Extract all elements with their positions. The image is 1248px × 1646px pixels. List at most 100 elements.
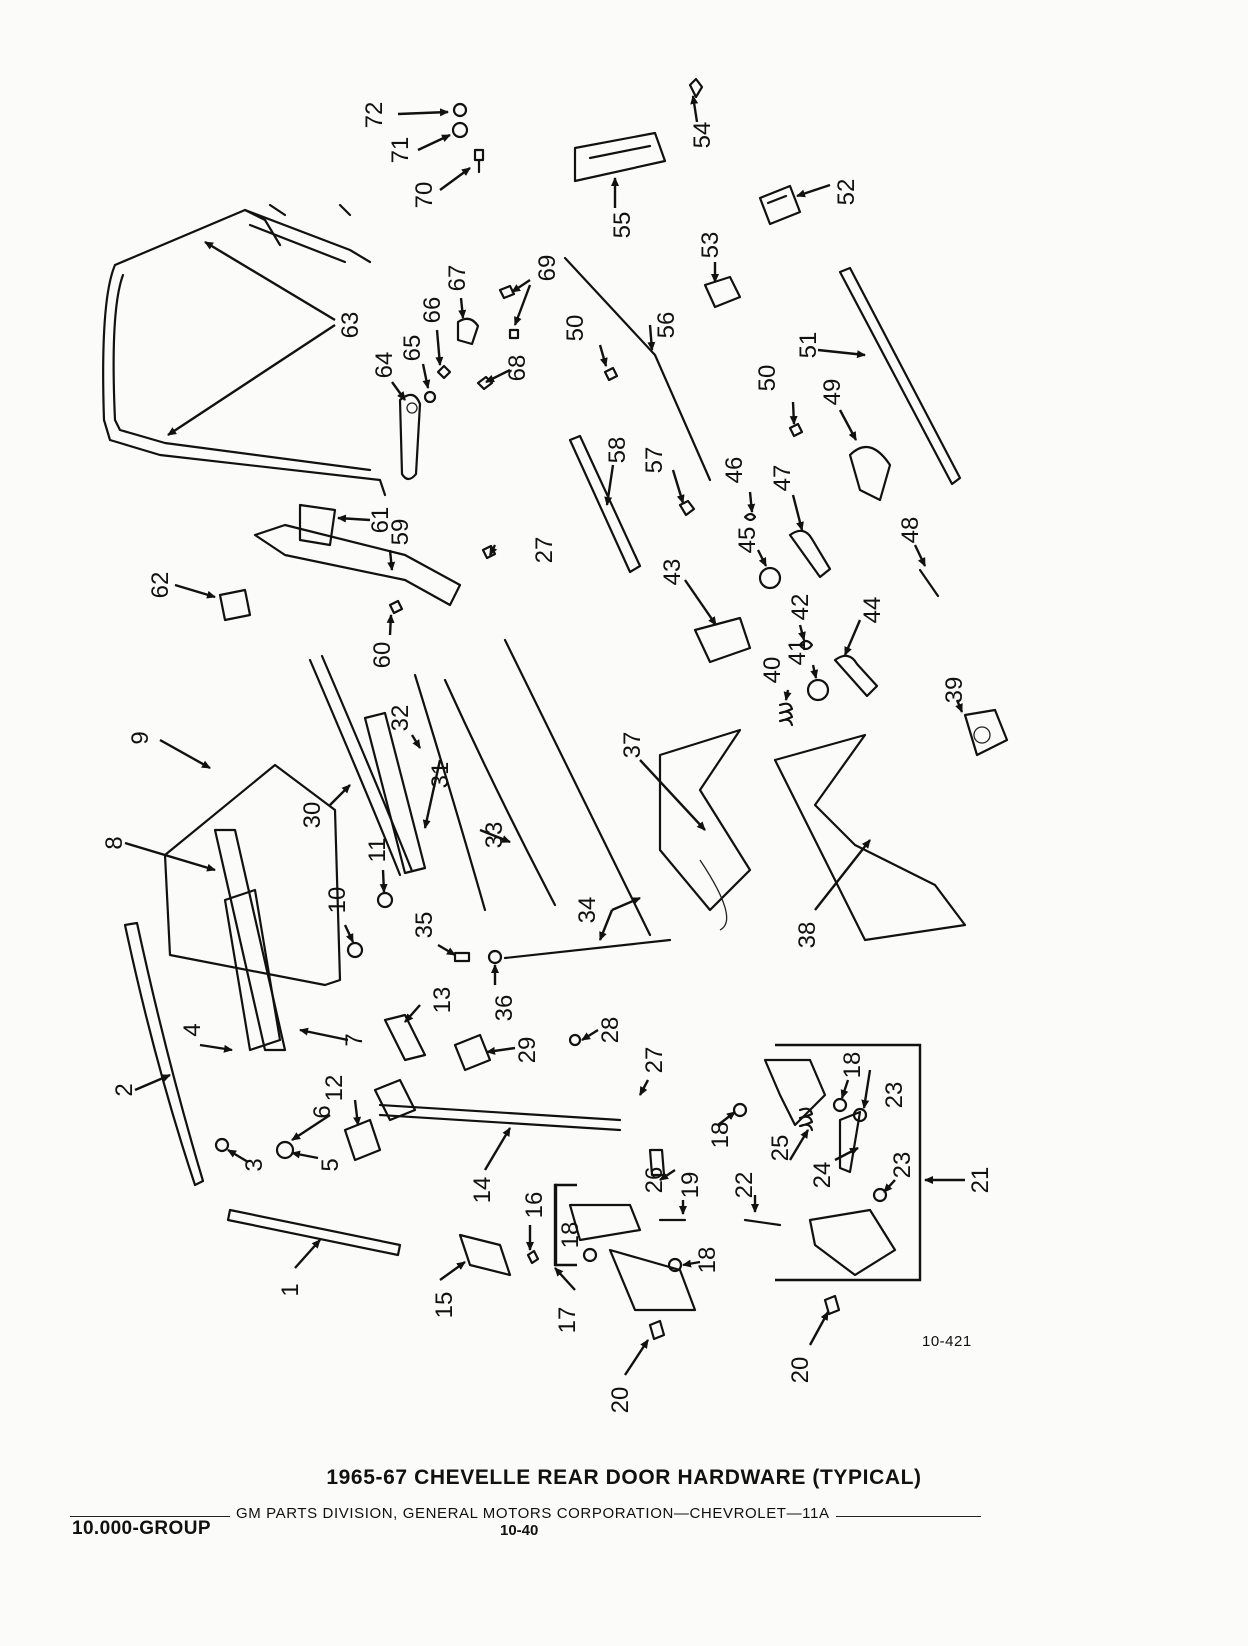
part-41 bbox=[806, 678, 830, 702]
part-11 bbox=[376, 891, 394, 909]
part-36 bbox=[487, 949, 503, 965]
bracket-box-17 bbox=[553, 1183, 558, 1267]
part-40 bbox=[778, 702, 794, 727]
callout-71: 71 bbox=[387, 137, 414, 164]
callout-3: 3 bbox=[241, 1158, 268, 1171]
part-65 bbox=[423, 390, 437, 404]
callout-41: 41 bbox=[784, 639, 811, 666]
callout-37: 37 bbox=[619, 732, 646, 759]
part-21b bbox=[808, 1208, 897, 1277]
callout-4: 4 bbox=[179, 1023, 206, 1036]
callout-40: 40 bbox=[759, 657, 786, 684]
part-21a bbox=[763, 1058, 827, 1127]
part-61 bbox=[298, 503, 337, 547]
part-31 bbox=[363, 711, 427, 875]
callout-18d: 18 bbox=[694, 1247, 721, 1274]
part-13 bbox=[383, 1013, 427, 1062]
callout-49: 49 bbox=[819, 379, 846, 406]
callout-60: 60 bbox=[369, 642, 396, 669]
part-5 bbox=[275, 1140, 295, 1160]
callout-9: 9 bbox=[127, 731, 154, 744]
callout-65: 65 bbox=[399, 335, 426, 362]
part-3 bbox=[214, 1137, 230, 1153]
part-66 bbox=[436, 364, 452, 380]
callout-1: 1 bbox=[277, 1283, 304, 1296]
part-70 bbox=[473, 148, 485, 174]
part-16 bbox=[526, 1249, 540, 1265]
callout-48: 48 bbox=[897, 517, 924, 544]
callout-67: 67 bbox=[444, 265, 471, 292]
division-line: GM PARTS DIVISION, GENERAL MOTORS CORPOR… bbox=[70, 1505, 1040, 1522]
part-60 bbox=[388, 599, 404, 615]
part-17a bbox=[568, 1203, 642, 1242]
leader-lines bbox=[124, 95, 965, 1376]
callout-6: 6 bbox=[309, 1105, 336, 1118]
part-4 bbox=[223, 888, 282, 1052]
part-46 bbox=[743, 512, 757, 522]
callout-13: 13 bbox=[429, 987, 456, 1014]
part-52 bbox=[758, 184, 802, 226]
callout-68: 68 bbox=[504, 355, 531, 382]
part-72 bbox=[452, 102, 468, 118]
callout-14: 14 bbox=[469, 1177, 496, 1204]
part-30 bbox=[308, 658, 402, 877]
callout-19: 19 bbox=[677, 1172, 704, 1199]
callout-10: 10 bbox=[324, 887, 351, 914]
callout-5: 5 bbox=[317, 1158, 344, 1171]
page-number: 10-40 bbox=[500, 1522, 539, 1539]
part-42 bbox=[798, 639, 814, 651]
part-28 bbox=[568, 1033, 582, 1047]
callout-24: 24 bbox=[809, 1162, 836, 1189]
callout-26: 26 bbox=[641, 1167, 668, 1194]
part-10 bbox=[346, 941, 364, 959]
part-49 bbox=[848, 445, 892, 502]
callout-29: 29 bbox=[514, 1037, 541, 1064]
callout-35: 35 bbox=[411, 912, 438, 939]
callout-56: 56 bbox=[653, 312, 680, 339]
callout-30: 30 bbox=[299, 802, 326, 829]
callout-55: 55 bbox=[609, 212, 636, 239]
callout-52: 52 bbox=[833, 179, 860, 206]
part-18b bbox=[832, 1097, 848, 1113]
part-44 bbox=[833, 654, 879, 698]
part-57 bbox=[678, 499, 696, 517]
part-18d bbox=[667, 1257, 683, 1273]
callout-2: 2 bbox=[111, 1083, 138, 1096]
callout-21: 21 bbox=[967, 1167, 994, 1194]
figure-reference: 10-421 bbox=[922, 1333, 972, 1350]
callout-18c: 18 bbox=[557, 1222, 584, 1249]
part-68 bbox=[476, 375, 494, 391]
callout-23b: 23 bbox=[889, 1152, 916, 1179]
callout-27a: 27 bbox=[531, 537, 558, 564]
part-1 bbox=[226, 1208, 402, 1257]
callout-47: 47 bbox=[769, 465, 796, 492]
callout-15: 15 bbox=[431, 1292, 458, 1319]
callout-44: 44 bbox=[859, 597, 886, 624]
part-50b bbox=[788, 422, 804, 438]
part-22 bbox=[743, 1218, 782, 1227]
part-12 bbox=[343, 1118, 382, 1162]
part-15 bbox=[458, 1233, 512, 1277]
part-20a bbox=[648, 1319, 666, 1341]
callout-18b: 18 bbox=[839, 1052, 866, 1079]
callout-46: 46 bbox=[721, 457, 748, 484]
part-63-frame bbox=[102, 208, 387, 497]
callout-numbers: 72 71 70 63 64 65 66 67 68 69 54 55 52 5… bbox=[101, 102, 994, 1414]
part-2 bbox=[123, 921, 205, 1187]
part-25 bbox=[798, 1107, 814, 1132]
rule-left bbox=[70, 1516, 230, 1517]
callout-8: 8 bbox=[101, 836, 128, 849]
part-17b bbox=[608, 1248, 697, 1312]
callout-12: 12 bbox=[321, 1075, 348, 1102]
part-48 bbox=[918, 568, 940, 598]
callout-51: 51 bbox=[795, 332, 822, 359]
callout-61: 61 bbox=[367, 507, 394, 534]
part-18a bbox=[732, 1102, 748, 1118]
callout-28: 28 bbox=[597, 1017, 624, 1044]
part-59 bbox=[253, 523, 462, 607]
callout-11: 11 bbox=[364, 838, 391, 863]
callout-59: 59 bbox=[387, 519, 414, 546]
part-32 bbox=[413, 673, 487, 912]
callout-18a: 18 bbox=[707, 1122, 734, 1149]
